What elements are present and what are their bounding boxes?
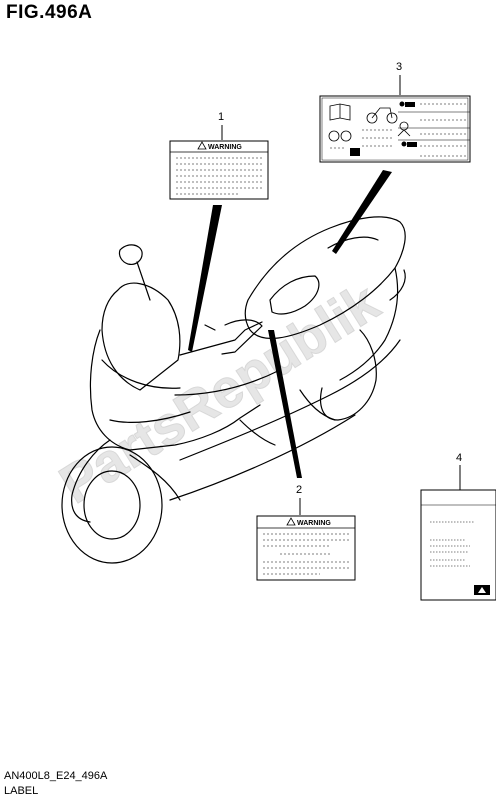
warning-triangle-icon: [286, 517, 296, 526]
owners-manual-4: [420, 489, 496, 601]
warning-label-1: WARNING: [169, 140, 269, 200]
leader-pointer-3: [332, 170, 392, 254]
manual-logo-icon: [474, 585, 490, 595]
watermark: PartsRepublik: [50, 271, 391, 515]
rider-icon: [399, 101, 417, 147]
callout-number-1: 1: [218, 111, 225, 123]
leader-pointer-1: [188, 205, 222, 352]
figure-code: AN400L8_E24_496A: [4, 770, 108, 782]
warning-label-2-heading: WARNING: [297, 520, 331, 527]
callout-number-2: 2: [296, 484, 303, 496]
luggage-icon: [350, 148, 360, 156]
person-load-icon: [397, 121, 411, 137]
motorcycle-icon: [366, 107, 398, 124]
figure-caption: LABEL: [4, 785, 39, 797]
figure-title: FIG.496A: [6, 2, 93, 23]
leader-pointer-2: [268, 330, 302, 478]
callout-number-4: 4: [456, 452, 463, 464]
manual-book-icon: [329, 103, 351, 121]
callout-number-3: 3: [396, 61, 403, 73]
tire-pressure-icon: [328, 130, 352, 142]
warning-label-2: WARNING: [256, 515, 356, 581]
warning-label-1-heading: WARNING: [208, 144, 242, 151]
warning-triangle-icon: [197, 141, 207, 150]
scooter-illustration: [61, 216, 406, 564]
info-label-3: [319, 95, 471, 163]
